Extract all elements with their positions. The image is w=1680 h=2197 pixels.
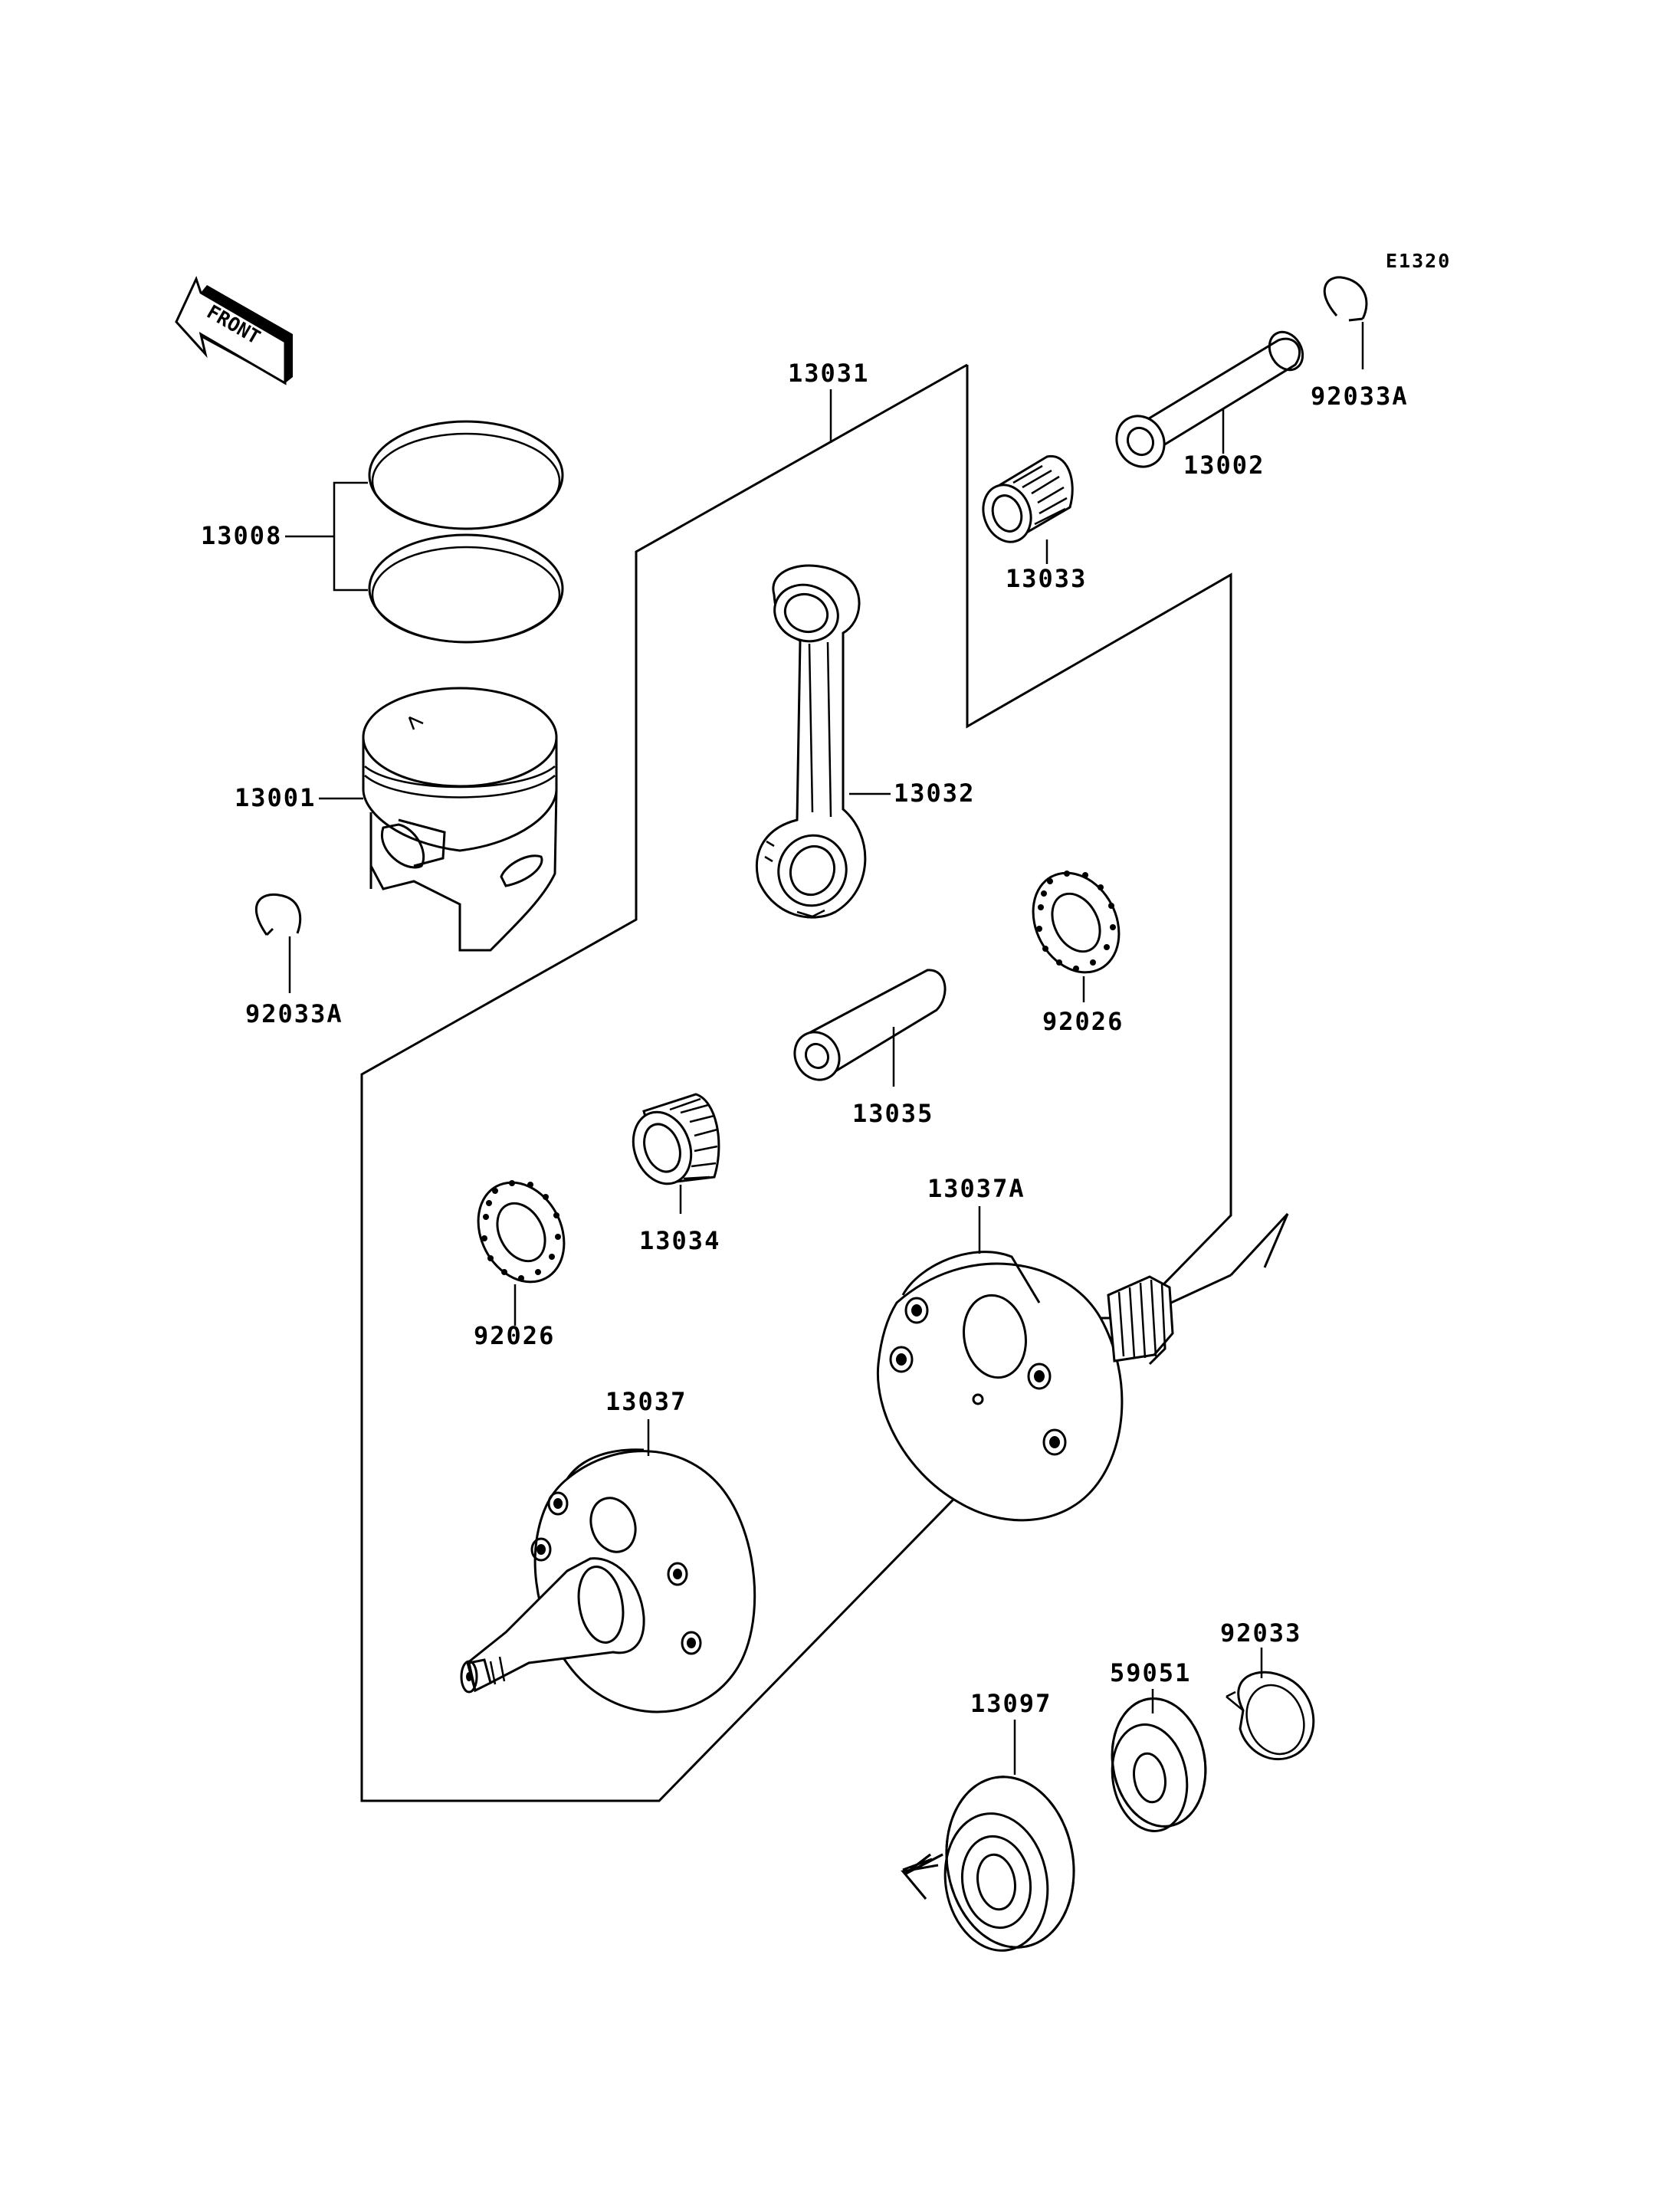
part-label-13001: 13001 xyxy=(235,783,316,812)
piston-rings-13008 xyxy=(368,420,564,644)
part-label-13002: 13002 xyxy=(1183,451,1265,480)
part-label-13008: 13008 xyxy=(201,521,282,550)
part-label-92026-right: 92026 xyxy=(1042,1007,1124,1036)
crankshaft-right-13037A xyxy=(876,1212,1289,1522)
part-label-13037: 13037 xyxy=(605,1387,687,1416)
piston-pin-13002 xyxy=(1115,330,1304,468)
part-label-92033A-left: 92033A xyxy=(245,999,343,1028)
crankshaft-left-13037 xyxy=(460,1448,756,1713)
assembly-outline xyxy=(360,363,1232,1802)
part-label-13035: 13035 xyxy=(852,1099,934,1128)
part-label-13097: 13097 xyxy=(970,1689,1052,1718)
part-label-92033: 92033 xyxy=(1220,1618,1301,1648)
part-label-59051: 59051 xyxy=(1110,1658,1191,1687)
part-label-13032: 13032 xyxy=(894,779,975,808)
thrust-washer-92026-left xyxy=(477,1180,566,1284)
circlip-92033 xyxy=(1226,1671,1315,1761)
part-label-13033: 13033 xyxy=(1006,564,1087,593)
part-label-13034: 13034 xyxy=(639,1226,720,1255)
part-label-92026-left: 92026 xyxy=(474,1321,555,1350)
part-label-13037A: 13037A xyxy=(927,1174,1025,1203)
part-label-92033A-right: 92033A xyxy=(1311,382,1409,411)
needle-bearing-13033 xyxy=(982,454,1074,543)
crank-pin-13035 xyxy=(793,969,947,1081)
leader-bracket-13008 xyxy=(333,481,368,592)
circlip-92033A-left xyxy=(255,893,302,936)
needle-bearing-13034 xyxy=(632,1093,720,1185)
diagram-code: E1320 xyxy=(1386,250,1451,272)
gear-13097 xyxy=(901,1776,1075,1952)
circlip-92033A-right xyxy=(1323,276,1368,322)
gear-59051 xyxy=(1111,1697,1207,1832)
piston-13001 xyxy=(362,687,558,952)
part-label-13031: 13031 xyxy=(788,359,869,388)
thrust-washer-92026-right xyxy=(1032,871,1121,974)
connecting-rod-13032 xyxy=(755,564,867,919)
front-arrow-icon: FRONT xyxy=(175,275,293,385)
